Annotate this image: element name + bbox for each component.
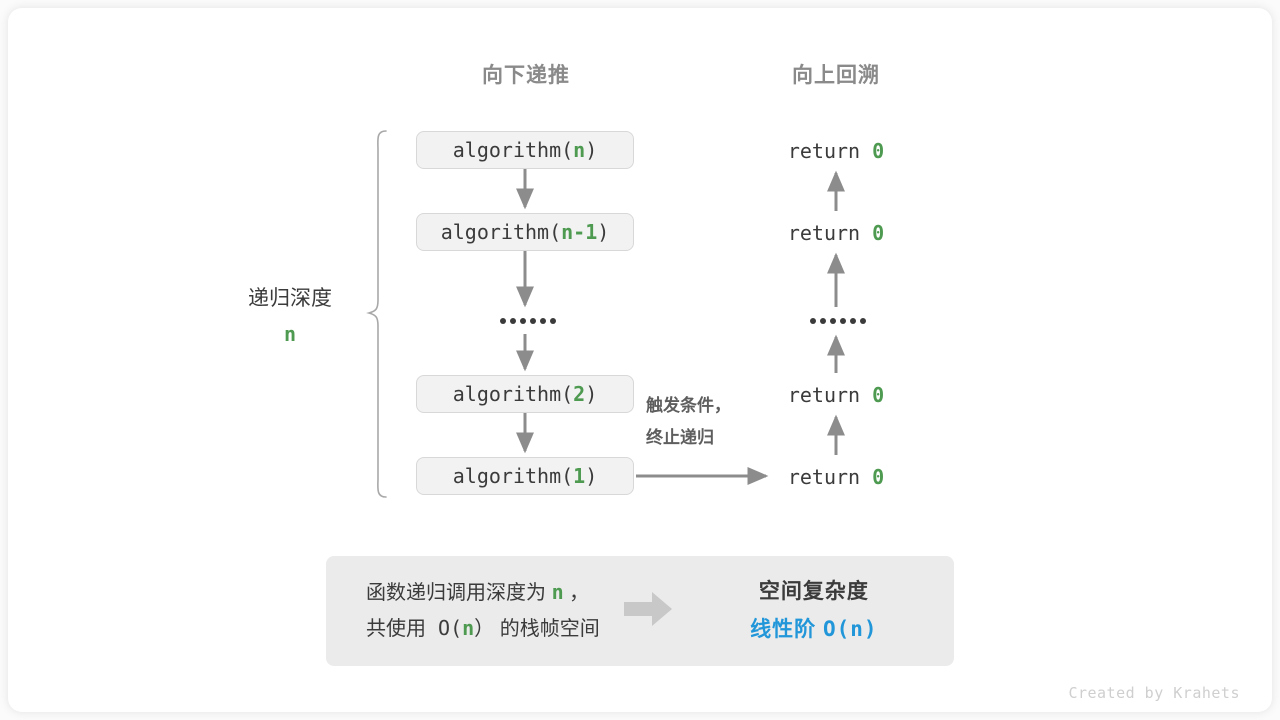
right-block-arrow-icon bbox=[622, 590, 674, 633]
return-statement-3: return 0 bbox=[736, 383, 936, 407]
call-fn-name: algorithm( bbox=[452, 464, 574, 488]
ellipsis-dots-left bbox=[500, 318, 556, 324]
return-keyword: return bbox=[787, 383, 861, 407]
dot-icon bbox=[810, 318, 816, 324]
termination-note-line-2: 终止递归 bbox=[646, 428, 714, 448]
summary-line-1-var: n bbox=[551, 580, 564, 604]
call-paren-close: ) bbox=[597, 220, 610, 244]
dot-icon bbox=[850, 318, 856, 324]
ellipsis-dots-right bbox=[810, 318, 866, 324]
header-downward-recursion: 向下递推 bbox=[482, 64, 570, 87]
dot-icon bbox=[820, 318, 826, 324]
call-paren-close: ) bbox=[585, 464, 598, 488]
complexity-result: 空间复杂度 线性阶 O(n) bbox=[688, 574, 940, 649]
return-statement-1: return 0 bbox=[736, 139, 936, 163]
recursion-depth-text: 递归深度 bbox=[248, 287, 332, 310]
summary-line-2-post: ） 的栈帧空间 bbox=[474, 618, 600, 640]
return-keyword: return bbox=[787, 221, 861, 245]
summary-line-2: 共使用 O(n） 的栈帧空间 bbox=[366, 611, 600, 647]
call-fn-name: algorithm( bbox=[440, 220, 562, 244]
dot-icon bbox=[840, 318, 846, 324]
call-arg: n-1 bbox=[561, 220, 598, 244]
summary-line-2-var: n bbox=[462, 616, 475, 640]
dot-icon bbox=[860, 318, 866, 324]
return-value: 0 bbox=[872, 465, 885, 489]
complexity-value: 线性阶 O(n) bbox=[688, 611, 940, 649]
depth-brace-icon bbox=[366, 130, 387, 498]
return-statement-4: return 0 bbox=[736, 465, 936, 489]
dot-icon bbox=[510, 318, 516, 324]
call-box-n[interactable]: algorithm(n) bbox=[416, 131, 634, 169]
summary-line-1-pre: 函数递归调用深度为 bbox=[366, 582, 552, 604]
dot-icon bbox=[530, 318, 536, 324]
summary-line-1: 函数递归调用深度为 n ， bbox=[366, 575, 600, 611]
call-fn-name: algorithm( bbox=[452, 382, 574, 406]
dot-icon bbox=[540, 318, 546, 324]
call-box-2[interactable]: algorithm(2) bbox=[416, 375, 634, 413]
credit-text: Created by Krahets bbox=[1068, 684, 1240, 702]
call-arg: 1 bbox=[573, 464, 586, 488]
dot-icon bbox=[550, 318, 556, 324]
return-keyword: return bbox=[787, 139, 861, 163]
complexity-title: 空间复杂度 bbox=[758, 579, 869, 603]
summary-description: 函数递归调用深度为 n ， 共使用 O(n） 的栈帧空间 bbox=[366, 575, 600, 647]
header-upward-backtrack: 向上回溯 bbox=[792, 64, 880, 87]
summary-line-2-pre: 共使用 O( bbox=[366, 616, 463, 640]
complexity-big-o: O(n) bbox=[823, 616, 878, 641]
dot-icon bbox=[500, 318, 506, 324]
call-box-1[interactable]: algorithm(1) bbox=[416, 457, 634, 495]
call-box-n-minus-1[interactable]: algorithm(n-1) bbox=[416, 213, 634, 251]
return-value: 0 bbox=[872, 221, 885, 245]
dot-icon bbox=[830, 318, 836, 324]
call-paren-close: ) bbox=[585, 382, 598, 406]
return-keyword: return bbox=[787, 465, 861, 489]
complexity-value-text: 线性阶 bbox=[750, 617, 823, 641]
summary-line-1-post: ， bbox=[563, 582, 590, 604]
dot-icon bbox=[520, 318, 526, 324]
termination-note-line-1: 触发条件， bbox=[646, 396, 731, 415]
call-paren-close: ) bbox=[585, 138, 598, 162]
recursion-depth-label: 递归深度 n bbox=[200, 281, 380, 351]
call-fn-name: algorithm( bbox=[452, 138, 574, 162]
return-value: 0 bbox=[872, 139, 885, 163]
termination-condition-note: 触发条件， 终止递归 bbox=[646, 390, 731, 455]
complexity-summary-panel: 函数递归调用深度为 n ， 共使用 O(n） 的栈帧空间 空间复杂度 线性阶 O… bbox=[326, 556, 954, 666]
call-arg: n bbox=[573, 138, 586, 162]
call-arg: 2 bbox=[573, 382, 586, 406]
return-statement-2: return 0 bbox=[736, 221, 936, 245]
recursion-depth-value: n bbox=[283, 321, 297, 346]
return-value: 0 bbox=[872, 383, 885, 407]
